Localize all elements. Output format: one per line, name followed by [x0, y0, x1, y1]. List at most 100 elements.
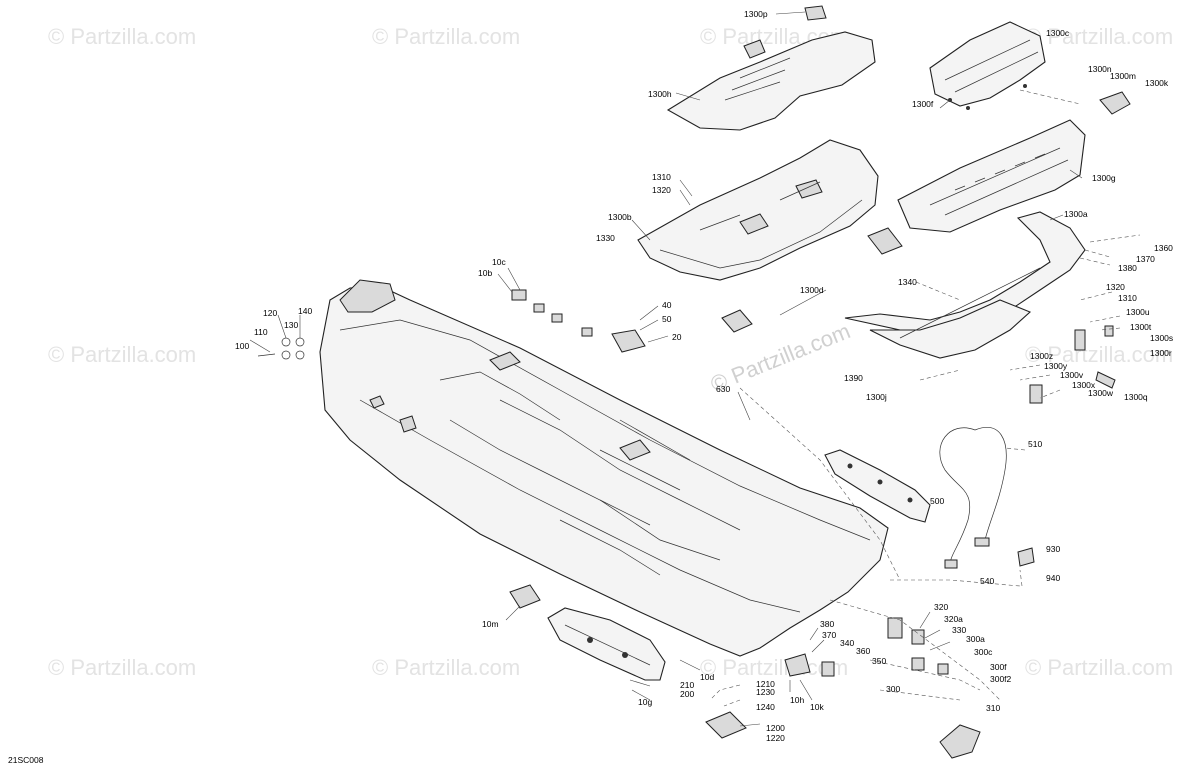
callout-label: 930 [1046, 544, 1060, 554]
callout-label: 320 [934, 602, 948, 612]
side-bumper-left [547, 607, 666, 681]
callout-label: 1230 [756, 687, 775, 697]
grate-300 [939, 724, 981, 759]
callout-label: 10d [700, 672, 714, 682]
storage-bin-1300g [897, 119, 1086, 233]
deck-panel-1300b [637, 139, 879, 281]
callout-label: 940 [1046, 573, 1060, 583]
callout-label: 20 [672, 332, 682, 342]
callout-label: 1300s [1150, 333, 1173, 343]
callout-label: 1300j [866, 392, 887, 402]
callout-label: 310 [986, 703, 1000, 713]
callout-label: 1300r [1150, 348, 1172, 358]
callout-label: 1370 [1136, 254, 1155, 264]
bracket-1300c [929, 21, 1046, 110]
callout-label: 1300b [608, 212, 632, 222]
callout-label: 100 [235, 341, 249, 351]
callout-label: 40 [662, 300, 672, 310]
hardware-rings-100 [257, 337, 305, 360]
callout-label: 50 [662, 314, 672, 324]
callout-label: 1320 [652, 185, 671, 195]
side-bumper-right [824, 449, 931, 523]
callout-label: 1380 [1118, 263, 1137, 273]
callout-label: 1360 [1154, 243, 1173, 253]
callout-label: 300f [990, 662, 1007, 672]
watermark: © Partzilla.com [372, 655, 520, 680]
callout-label: 1300f [912, 99, 934, 109]
callout-label: 210 [680, 680, 694, 690]
callout-label: 1300n [1088, 64, 1112, 74]
callout-label: 1300k [1145, 78, 1169, 88]
callout-label: 1300m [1110, 71, 1136, 81]
rear-fittings-320 [821, 617, 949, 677]
callout-label: 10m [482, 619, 499, 629]
callout-label: 1310 [652, 172, 671, 182]
watermark: © Partzilla.com [1025, 342, 1173, 367]
callout-label: 300f2 [990, 674, 1012, 684]
hull-body [319, 279, 889, 657]
callout-label: 360 [856, 646, 870, 656]
callout-label: 1300g [1092, 173, 1116, 183]
watermark: © Partzilla.com [48, 24, 196, 49]
callout-label: 1200 [766, 723, 785, 733]
callout-label: 1300v [1060, 370, 1084, 380]
callout-label: 120 [263, 308, 277, 318]
callout-label: 1310 [1118, 293, 1137, 303]
callout-label: 1300c [1046, 28, 1070, 38]
callout-label: 540 [980, 576, 994, 586]
watermark: © Partzilla.com [48, 342, 196, 367]
callout-label: 300c [974, 647, 993, 657]
callout-label: 1300p [744, 9, 768, 19]
callout-labels: 1300p 1300c 1300h 1300n 1300m 1300k 1300… [235, 9, 1173, 743]
callout-label: 1300z [1030, 351, 1053, 361]
valve-20 [611, 329, 646, 353]
callout-label: 1300w [1088, 388, 1114, 398]
callout-label: 630 [716, 384, 730, 394]
small-parts-10c [511, 289, 593, 337]
callout-label: 1320 [1106, 282, 1125, 292]
mount-10h [784, 653, 811, 677]
callout-label: 300 [886, 684, 900, 694]
callout-label: 1330 [596, 233, 615, 243]
callout-label: 380 [820, 619, 834, 629]
rear-clips-1300 [721, 227, 1116, 404]
callout-label: 500 [930, 496, 944, 506]
callout-label: 320a [944, 614, 963, 624]
rear-frame-1300a [844, 211, 1086, 359]
diagram-code: 21SC008 [8, 755, 44, 765]
vent-10m [509, 584, 541, 609]
callout-label: 10k [810, 702, 824, 712]
callout-label: 1300u [1126, 307, 1150, 317]
callout-label: 1300t [1130, 322, 1152, 332]
callout-label: 10b [478, 268, 492, 278]
callout-label: 300a [966, 634, 985, 644]
callout-label: 330 [952, 625, 966, 635]
callout-label: 1340 [898, 277, 917, 287]
callout-label: 340 [840, 638, 854, 648]
callout-label: 10h [790, 695, 804, 705]
callout-label: 1390 [844, 373, 863, 383]
callout-label: 1300y [1044, 361, 1068, 371]
callout-label: 130 [284, 320, 298, 330]
leader-lines [249, 11, 1141, 727]
callout-label: 1220 [766, 733, 785, 743]
callout-label: 1240 [756, 702, 775, 712]
callout-label: 10g [638, 697, 652, 707]
callout-label: 510 [1028, 439, 1042, 449]
clip-1300k [1099, 91, 1131, 115]
callout-label: 1300q [1124, 392, 1148, 402]
hose-assembly [939, 427, 1007, 569]
callout-label: 200 [680, 689, 694, 699]
fitting-930 [1017, 547, 1035, 567]
callout-label: 1300a [1064, 209, 1088, 219]
callout-label: 1210 [756, 679, 775, 689]
callout-label: 110 [254, 327, 268, 337]
plate-1200 [705, 711, 747, 739]
watermark: © Partzilla.com [48, 655, 196, 680]
callout-label: 350 [872, 656, 886, 666]
callout-label: 1300x [1072, 380, 1096, 390]
watermark: © Partzilla.com [372, 24, 520, 49]
callout-label: 10c [492, 257, 506, 267]
callout-label: 1300h [648, 89, 672, 99]
